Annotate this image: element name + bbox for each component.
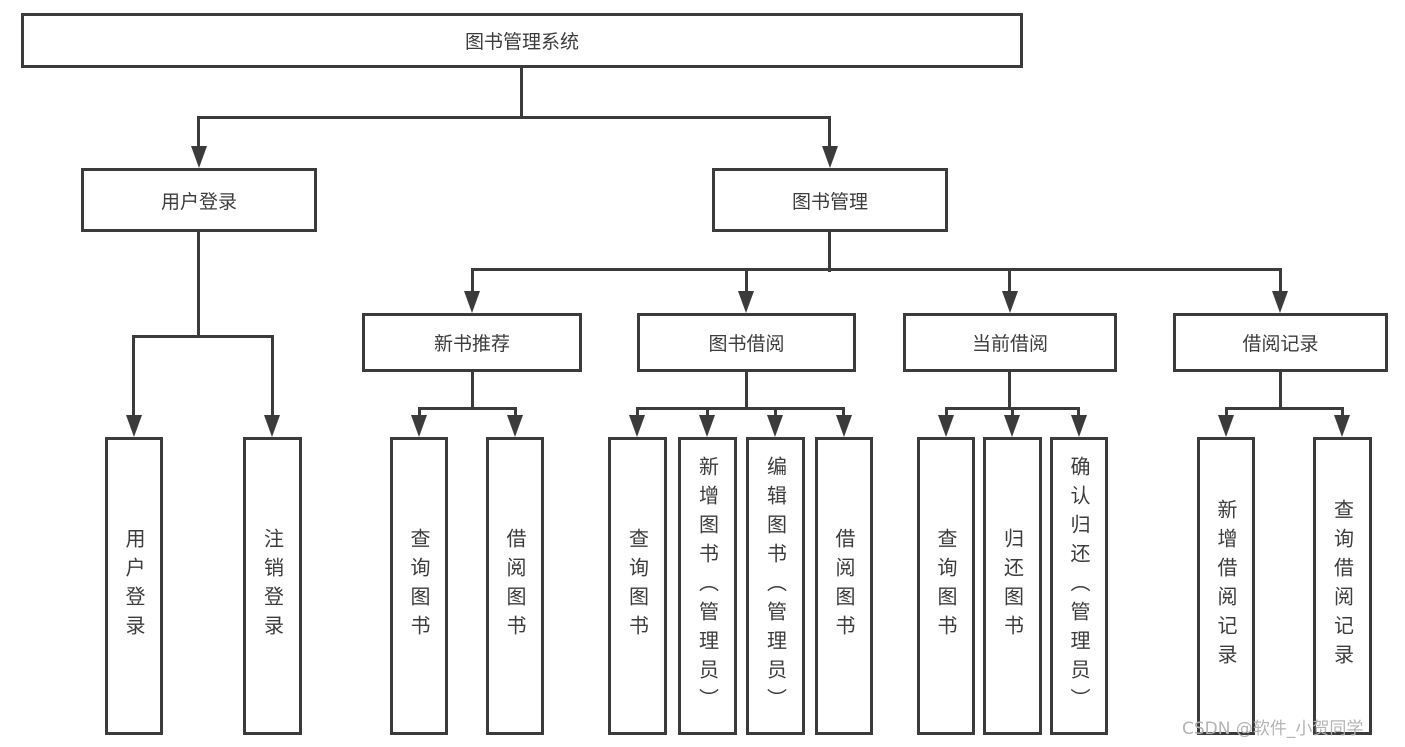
leaf-newbook-query-book: 查询图书 <box>390 437 448 735</box>
connector-drop-leaf-user-login <box>132 335 135 419</box>
leaf-borrow-query-book-label: 查询图书 <box>625 528 650 644</box>
arrow-down-bb-query <box>629 415 645 437</box>
connector-borrow-record-stem <box>1279 372 1282 409</box>
connector-drop-book-management <box>828 116 831 150</box>
arrow-down-borrow-record <box>1272 291 1288 313</box>
leaf-newbook-borrow-book-label: 借阅图书 <box>503 528 527 644</box>
connector-drop-current-borrow <box>1008 268 1011 294</box>
arrow-down-leaf-logout <box>264 415 280 437</box>
connector-borrow-record-branch <box>1225 407 1343 410</box>
connector-drop-newbook-borrow <box>514 407 517 419</box>
connector-root-branch <box>197 116 831 119</box>
node-new-book-recommend-label: 新书推荐 <box>433 333 510 355</box>
leaf-user-login: 用户登录 <box>105 437 163 735</box>
node-user-login: 用户登录 <box>81 168 317 232</box>
connector-book-management-branch <box>471 268 1281 271</box>
arrow-down-br-query <box>1334 415 1350 437</box>
connector-drop-bb-add <box>706 407 709 419</box>
connector-drop-cb-query <box>945 407 948 419</box>
leaf-newbook-borrow-book: 借阅图书 <box>486 437 544 735</box>
leaf-record-query-borrow-record-label: 查询借阅记录 <box>1330 499 1355 673</box>
arrow-down-user-login <box>191 146 207 168</box>
arrow-down-bb-borrow <box>836 415 852 437</box>
node-book-management-label: 图书管理 <box>791 190 868 213</box>
connector-user-login-stem <box>197 232 200 337</box>
connector-root-stem <box>520 68 523 118</box>
connector-drop-cb-return <box>1011 407 1014 419</box>
node-book-borrow-label: 图书借阅 <box>708 333 785 355</box>
leaf-user-login-label: 用户登录 <box>122 528 146 644</box>
connector-drop-newbook-query <box>418 407 421 419</box>
arrow-down-br-add <box>1218 415 1234 437</box>
arrow-down-newbook-query <box>411 415 427 437</box>
node-current-borrow-label: 当前借阅 <box>971 333 1048 355</box>
node-root: 图书管理系统 <box>21 13 1023 68</box>
watermark-text: CSDN @软件_小贺同学 <box>1182 719 1364 739</box>
leaf-record-add-borrow-record: 新增借阅记录 <box>1197 437 1255 735</box>
leaf-borrow-edit-book-admin-label: 编辑图书（管理员） <box>763 455 788 717</box>
arrow-down-leaf-user-login <box>126 415 142 437</box>
node-borrow-record-label: 借阅记录 <box>1242 333 1319 355</box>
connector-drop-br-query <box>1341 407 1344 419</box>
arrow-down-cb-return <box>1004 415 1020 437</box>
connector-drop-bb-query <box>636 407 639 419</box>
arrow-down-bb-edit <box>767 415 783 437</box>
leaf-current-return-book: 归还图书 <box>983 437 1042 735</box>
leaf-logout-label: 注销登录 <box>260 528 285 644</box>
leaf-current-query-book-label: 查询图书 <box>934 528 958 644</box>
leaf-current-confirm-return-admin-label: 确认归还（管理员） <box>1067 455 1091 717</box>
connector-user-login-branch <box>132 335 274 338</box>
connector-drop-borrow-record <box>1279 268 1282 294</box>
node-user-login-label: 用户登录 <box>160 190 237 213</box>
leaf-current-confirm-return-admin: 确认归还（管理员） <box>1050 437 1108 735</box>
arrow-down-cb-confirm <box>1071 415 1087 437</box>
node-book-management: 图书管理 <box>712 168 948 232</box>
connector-drop-user-login <box>197 116 200 150</box>
connector-book-borrow-stem <box>745 372 748 409</box>
connector-drop-leaf-logout <box>271 335 274 419</box>
leaf-logout: 注销登录 <box>243 437 302 735</box>
connector-new-book-branch <box>418 407 517 410</box>
leaf-borrow-add-book-admin-label: 新增图书（管理员） <box>695 455 720 717</box>
node-book-borrow: 图书借阅 <box>637 313 856 372</box>
leaf-record-query-borrow-record: 查询借阅记录 <box>1313 437 1372 735</box>
node-borrow-record: 借阅记录 <box>1173 313 1388 372</box>
arrow-down-bb-add <box>699 415 715 437</box>
leaf-record-add-borrow-record-label: 新增借阅记录 <box>1214 499 1238 673</box>
connector-new-book-stem <box>471 372 474 409</box>
connector-drop-book-borrow <box>745 268 748 294</box>
arrow-down-newbook-borrow <box>507 415 523 437</box>
connector-drop-new-book-recommend <box>471 268 474 294</box>
leaf-borrow-borrow-book: 借阅图书 <box>815 437 873 735</box>
arrow-down-current-borrow <box>1002 291 1018 313</box>
connector-drop-cb-confirm <box>1077 407 1080 419</box>
connector-book-borrow-branch <box>636 407 845 410</box>
arrow-down-new-book-recommend <box>464 291 480 313</box>
leaf-current-return-book-label: 归还图书 <box>1000 528 1025 644</box>
node-new-book-recommend: 新书推荐 <box>362 313 582 372</box>
leaf-borrow-add-book-admin: 新增图书（管理员） <box>678 437 737 735</box>
leaf-borrow-edit-book-admin: 编辑图书（管理员） <box>746 437 805 735</box>
node-root-label: 图书管理系统 <box>464 31 579 53</box>
connector-current-borrow-stem <box>1008 372 1011 409</box>
arrow-down-book-management <box>822 146 838 168</box>
arrow-down-cb-query <box>938 415 954 437</box>
leaf-borrow-query-book: 查询图书 <box>608 437 667 735</box>
connector-drop-br-add <box>1225 407 1228 419</box>
arrow-down-book-borrow <box>738 291 754 313</box>
leaf-current-query-book: 查询图书 <box>917 437 975 735</box>
node-current-borrow: 当前借阅 <box>903 313 1117 372</box>
leaf-newbook-query-book-label: 查询图书 <box>407 528 431 644</box>
connector-drop-bb-borrow <box>842 407 845 419</box>
leaf-borrow-borrow-book-label: 借阅图书 <box>832 528 856 644</box>
connector-book-management-stem <box>828 232 831 272</box>
connector-drop-bb-edit <box>774 407 777 419</box>
